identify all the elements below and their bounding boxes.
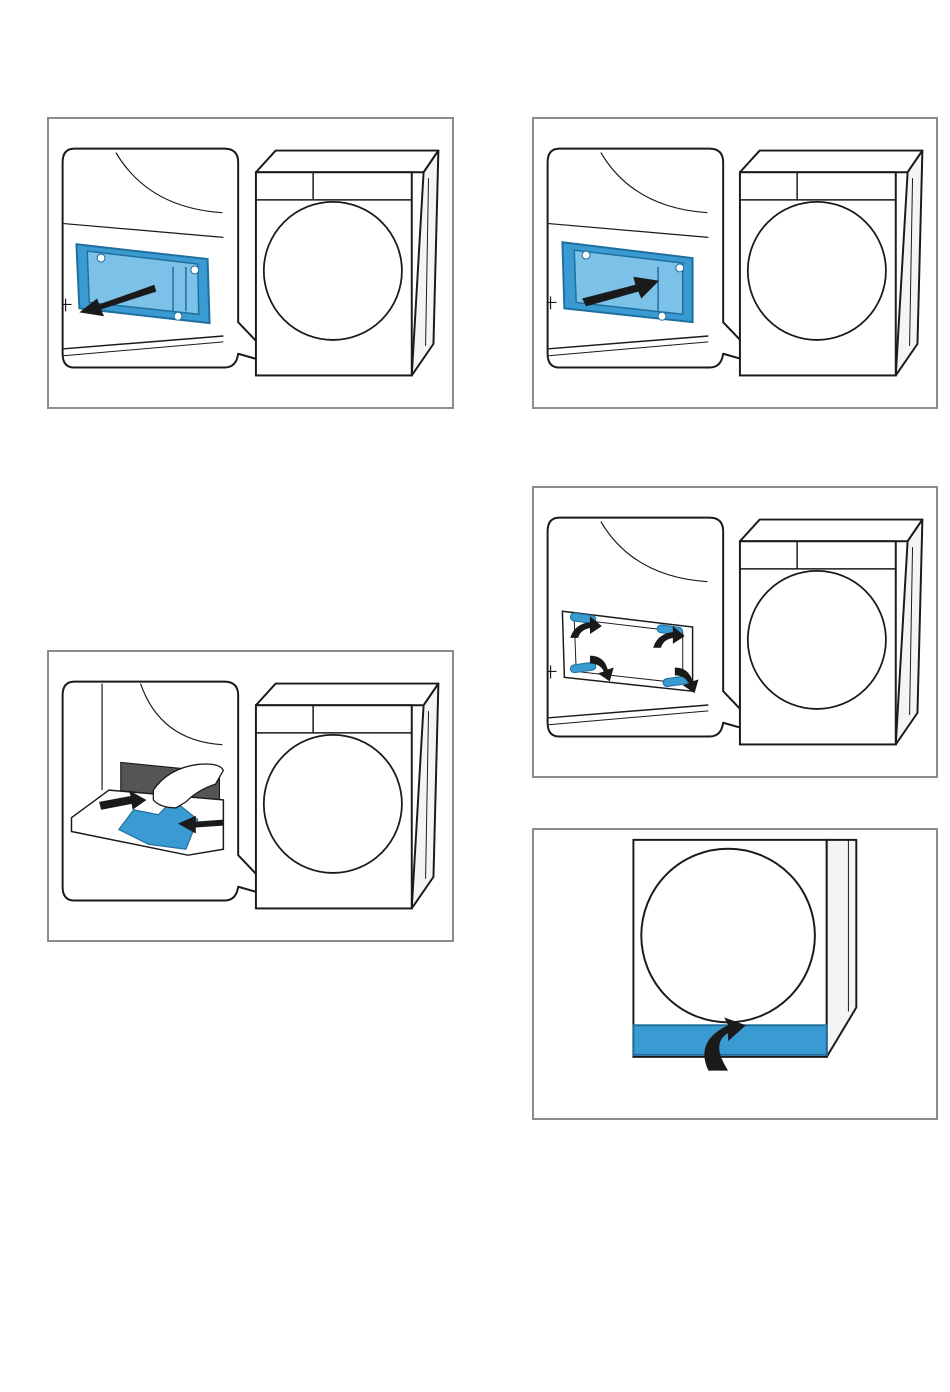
- step-unlock-cover-levers: [532, 486, 938, 778]
- step-clean-filter-compartment: [47, 650, 454, 942]
- step-close-base-cover: [532, 828, 938, 1120]
- dryer-icon: [740, 151, 922, 376]
- step-insert-fluff-filter: [532, 117, 938, 409]
- dryer-icon: [256, 684, 438, 909]
- dryer-icon: [256, 151, 438, 376]
- step-remove-fluff-filter: [47, 117, 454, 409]
- dryer-icon: [740, 520, 922, 745]
